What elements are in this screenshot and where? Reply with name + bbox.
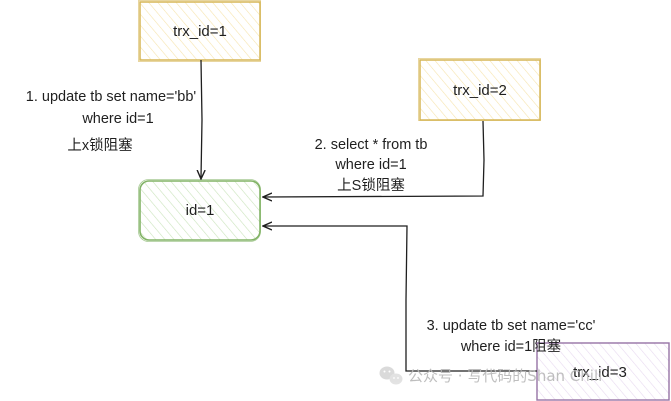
node-trx-1: trx_id=1	[138, 0, 261, 62]
edge-update-3-arrow	[264, 226, 537, 372]
watermark: 公众号 · 写代码的Shan Chili	[379, 366, 602, 385]
node-trx-3-box	[536, 342, 670, 401]
watermark-text: 公众号 · 写代码的Shan Chili	[408, 367, 602, 385]
node-trx-2-label: trx_id=2	[453, 82, 507, 99]
node-trx-1-label: trx_id=1	[173, 23, 227, 40]
node-trx-2: trx_id=2	[418, 58, 541, 121]
node-trx-3-label: trx_id=3	[573, 364, 627, 381]
edge-update-1-label-line-1: 1. update tb set name='bb'	[26, 89, 197, 105]
edge-select-2-label-line-1: 2. select * from tb	[315, 137, 428, 153]
wechat-icon	[379, 366, 403, 385]
edge-update-1-arrow	[201, 59, 202, 178]
edge-select-2-label-line-3: 上S锁阻塞	[337, 176, 405, 194]
node-trx-2-box	[419, 59, 541, 121]
edge-update-3-label-line-1: 3. update tb set name='cc'	[427, 318, 596, 334]
node-trx-3: trx_id=3	[536, 342, 670, 401]
node-row-id-1-label: id=1	[186, 202, 215, 219]
edge-update-3-label-line-2: where id=1阻塞	[460, 337, 561, 355]
edge-update-1-label-line-3: 上x锁阻塞	[67, 136, 132, 154]
node-row-id-1: id=1	[138, 179, 261, 242]
node-row-id-1-box	[139, 180, 261, 241]
edge-update-1-label-line-2: where id=1	[81, 111, 153, 127]
node-trx-1-box	[139, 1, 261, 61]
edge-select-2-label-line-2: where id=1	[334, 157, 406, 173]
edge-select-2-arrow	[264, 120, 485, 197]
